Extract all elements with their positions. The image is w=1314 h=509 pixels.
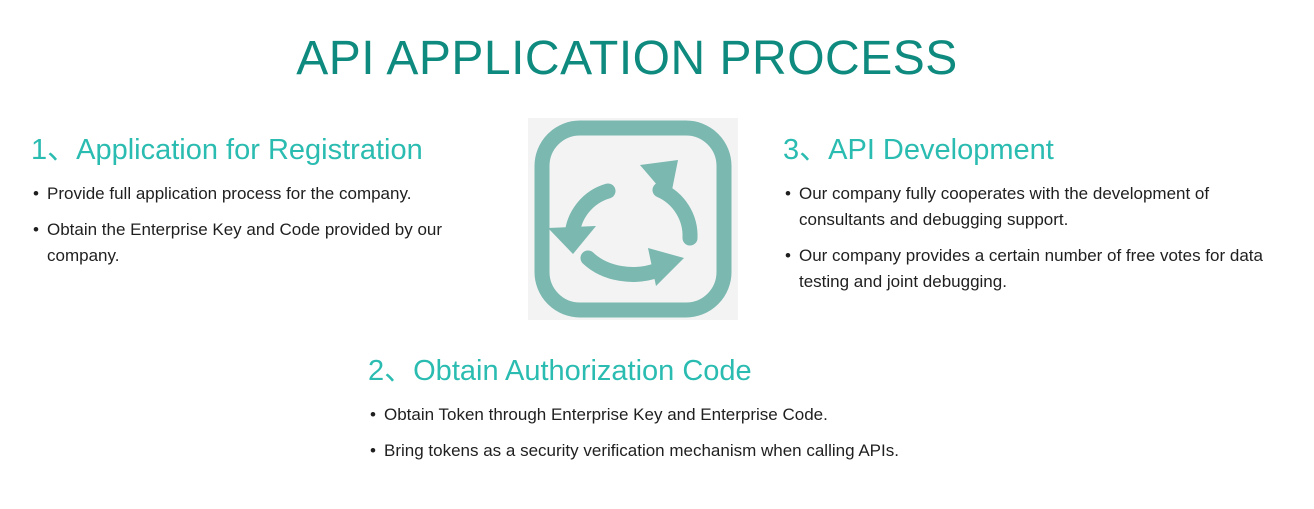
icon-rounded-frame bbox=[534, 120, 732, 318]
refresh-cycle-icon bbox=[528, 118, 738, 320]
step-registration-heading: 1、Application for Registration bbox=[31, 134, 423, 166]
step-api-development-bullets: Our company fully cooperates with the de… bbox=[783, 181, 1283, 295]
bullet-item: Our company fully cooperates with the de… bbox=[783, 181, 1283, 233]
bullet-item: Provide full application process for the… bbox=[31, 181, 501, 207]
bullet-item: Obtain the Enterprise Key and Code provi… bbox=[31, 217, 501, 269]
cycle-arrow-bottom bbox=[580, 250, 666, 282]
step-registration: 1、Application for Registration Provide f… bbox=[31, 133, 501, 279]
cycle-arrow-bottom-head bbox=[648, 248, 684, 286]
cycle-arrow-right-head bbox=[640, 160, 678, 200]
bullet-item: Bring tokens as a security verification … bbox=[368, 438, 988, 464]
icon-background bbox=[528, 118, 738, 320]
step-authorization-code-heading: 2、Obtain Authorization Code bbox=[368, 355, 752, 387]
bullet-item: Our company provides a certain number of… bbox=[783, 243, 1283, 295]
bullet-item: Obtain Token through Enterprise Key and … bbox=[368, 402, 988, 428]
step-registration-bullets: Provide full application process for the… bbox=[31, 181, 501, 269]
step-api-development: 3、API Development Our company fully coop… bbox=[783, 133, 1283, 305]
page-title: API APPLICATION PROCESS bbox=[296, 32, 958, 86]
cycle-arrow-left-head bbox=[548, 226, 596, 254]
step-authorization-code: 2、Obtain Authorization Code Obtain Token… bbox=[368, 354, 988, 474]
step-api-development-heading: 3、API Development bbox=[783, 134, 1054, 166]
step-authorization-code-bullets: Obtain Token through Enterprise Key and … bbox=[368, 402, 988, 464]
